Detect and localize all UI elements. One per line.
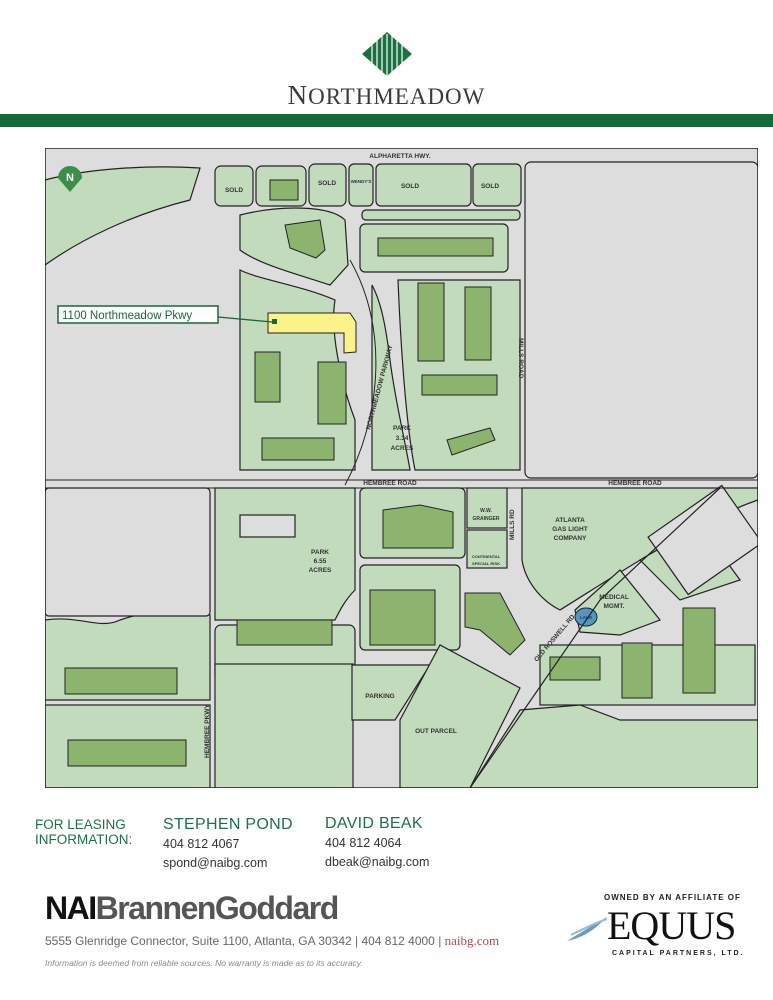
property-callout: 1100 Northmeadow Pkwy <box>62 310 192 322</box>
parcel-label: GRAINGER <box>473 516 500 522</box>
parcel-label: SOLD <box>481 183 499 190</box>
company-address: 5555 Glenridge Connector, Suite 1100, At… <box>45 933 499 949</box>
parcel-label: COMPANY <box>554 535 587 542</box>
agent-email[interactable]: dbeak@naibg.com <box>325 855 430 869</box>
parcel-label: PARK <box>393 425 411 432</box>
header-divider <box>0 114 773 127</box>
equus-logo: EQUUS <box>607 903 736 948</box>
parcel-label: SPECIAL RISK <box>472 561 500 566</box>
road-label: HEMBREE ROAD <box>608 480 662 487</box>
nai-mark: NAI <box>45 890 97 926</box>
title-initial: N <box>287 80 309 110</box>
north-arrow-icon: N <box>58 166 82 192</box>
parcel-label: ATLANTA <box>555 517 585 524</box>
agent-phone[interactable]: 404 812 4064 <box>325 836 402 850</box>
agent-email[interactable]: spond@naibg.com <box>163 856 268 870</box>
parcel-label: MGMT. <box>604 603 625 610</box>
parcel-label: 6.55 <box>314 558 327 565</box>
parcel-label: LAKE <box>580 615 592 620</box>
leasing-heading-line: INFORMATION: <box>35 832 133 847</box>
parcel-label: SOLD <box>225 187 243 194</box>
company-name: BrannenGoddard <box>95 890 340 926</box>
parcel-label: PARKING <box>365 693 395 700</box>
nai-logo: NAIBrannenGoddard <box>45 890 340 927</box>
road-label: HEMBREE ROAD <box>363 480 417 487</box>
road-label: MILLS RD <box>509 509 516 540</box>
address-text: 5555 Glenridge Connector, Suite 1100, At… <box>45 934 445 948</box>
agent-name: DAVID BEAK <box>325 815 423 832</box>
parcel-label: ACRES <box>309 567 332 574</box>
parcel-label: MEDICAL <box>599 594 629 601</box>
parcel-label: OUT PARCEL <box>415 728 457 735</box>
parcel-label: CONTINENTAL <box>472 554 501 559</box>
road-label: MILLS ROAD <box>517 338 524 379</box>
parcel-green <box>45 166 201 266</box>
website-link[interactable]: naibg.com <box>444 933 500 948</box>
page-title: NORTHMEADOW <box>0 80 773 111</box>
parcel-label: ACRES <box>391 445 414 452</box>
disclaimer: Information is deemed from reliable sour… <box>45 958 363 968</box>
northmeadow-logo-icon <box>362 32 412 76</box>
parcel-label: W.W. <box>480 508 492 514</box>
road-label: ALPHARETTA HWY. <box>369 153 431 160</box>
parcel-label: GAS LIGHT <box>552 526 587 533</box>
agent-card: DAVID BEAK 404 812 4064 dbeak@naibg.com <box>325 815 429 869</box>
subject-building <box>267 312 357 354</box>
leasing-heading: FOR LEASING INFORMATION: <box>35 817 132 847</box>
road-label: HEMBREE PKWY <box>204 704 211 758</box>
site-map: N 1100 Northmeadow Pkwy ALPHARETTA HWY. … <box>45 148 758 788</box>
north-label: N <box>66 172 74 184</box>
agent-card: STEPHEN POND 404 812 4067 spond@naibg.co… <box>163 816 293 870</box>
parcel-sold-1 <box>214 165 254 207</box>
parcel-label: SOLD <box>318 180 336 187</box>
title-rest: ORTHMEADOW <box>308 84 486 109</box>
agent-name: STEPHEN POND <box>163 816 293 833</box>
parcel-label: PARK <box>311 549 329 556</box>
callout-box <box>57 305 219 324</box>
agent-phone[interactable]: 404 812 4067 <box>163 837 240 851</box>
parcel-label: SOLD <box>401 183 419 190</box>
parcel-label: 3.34 <box>396 435 409 442</box>
owned-by-label: OWNED BY AN AFFILIATE OF <box>604 893 741 902</box>
leasing-heading-line: FOR LEASING <box>35 817 126 832</box>
parcel-label: WENDY'S <box>351 179 372 184</box>
equus-wave-icon <box>567 917 608 941</box>
equus-subtitle: CAPITAL PARTNERS, LTD. <box>612 950 745 957</box>
